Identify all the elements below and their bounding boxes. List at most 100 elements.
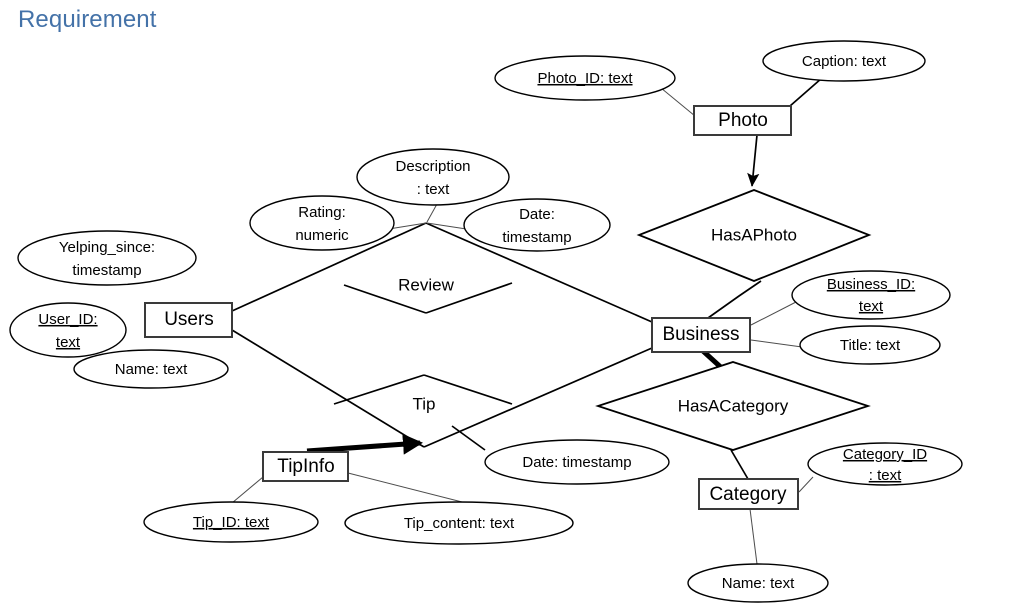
entity-label: Business xyxy=(662,324,739,345)
attribute-user-id[interactable]: User_ID: text xyxy=(9,302,127,358)
entity-label: Category xyxy=(709,484,787,505)
edge-photo-to-hasaphoto xyxy=(747,134,760,187)
attribute-label-line1: Business_ID: xyxy=(827,276,915,293)
entity-rect xyxy=(144,302,233,338)
edge-photo-id-to-photo xyxy=(660,87,696,117)
attribute-title[interactable]: Title: text xyxy=(799,325,941,365)
attribute-label-line1: Date: xyxy=(519,206,555,223)
attribute-rating[interactable]: Rating: numeric xyxy=(249,195,395,251)
edge-business-id-to-business xyxy=(750,301,797,326)
relationship-nodes: HasAPhoto Review Tip HasACategory xyxy=(398,189,872,451)
attribute-ellipse xyxy=(762,40,926,82)
attribute-name-user[interactable]: Name: text xyxy=(73,349,229,389)
edge-users-to-review-upper xyxy=(231,222,427,312)
attribute-category-id[interactable]: Category_ID : text xyxy=(807,442,963,486)
attribute-caption[interactable]: Caption: text xyxy=(762,40,926,82)
relationship-diamond xyxy=(595,361,871,451)
attribute-ellipse xyxy=(484,439,670,485)
attribute-ellipse xyxy=(143,501,319,543)
attribute-label-line2: text xyxy=(56,334,81,351)
relationship-label: Tip xyxy=(413,394,436,413)
relationship-tip[interactable]: Tip xyxy=(413,394,436,413)
attribute-label-line1: Yelping_since: xyxy=(59,239,155,256)
attribute-ellipse xyxy=(807,442,963,486)
attribute-name-category[interactable]: Name: text xyxy=(687,563,829,603)
edge-review-to-business-upper xyxy=(425,222,653,323)
edge-tip-id-to-tipinfo xyxy=(231,476,264,504)
edge-description-to-review xyxy=(426,203,438,223)
attribute-tip-content[interactable]: Tip_content: text xyxy=(344,501,574,545)
entity-label: Users xyxy=(164,309,214,330)
attribute-label: Caption: text xyxy=(802,53,887,70)
attribute-ellipse xyxy=(356,148,510,206)
page-title: Requirement xyxy=(18,6,157,33)
entity-category[interactable]: Category xyxy=(698,478,799,510)
attribute-ellipse xyxy=(344,501,574,545)
edge-tip-to-business-lower xyxy=(423,347,653,448)
attribute-ellipse xyxy=(494,55,676,101)
attribute-label: Name: text xyxy=(115,361,188,378)
entity-photo[interactable]: Photo xyxy=(693,105,792,136)
attribute-nodes: Photo_ID: text Caption: text Business_ID… xyxy=(9,40,963,603)
relationship-hasaphoto[interactable]: HasAPhoto xyxy=(636,189,872,282)
entity-tipinfo[interactable]: TipInfo xyxy=(262,451,349,482)
attribute-yelping-since[interactable]: Yelping_since: timestamp xyxy=(17,230,197,286)
edge-hasacategory-to-category xyxy=(730,449,749,480)
attribute-ellipse xyxy=(249,195,395,251)
attribute-label-line2: timestamp xyxy=(502,229,571,246)
edge-name-category-to-category xyxy=(749,508,758,565)
attribute-label-line2: timestamp xyxy=(72,262,141,279)
relationship-hasacategory[interactable]: HasACategory xyxy=(595,361,871,451)
attribute-label-line1: Category_ID xyxy=(843,446,927,463)
edge-tip-upper-left xyxy=(333,374,425,405)
attribute-label: Tip_content: text xyxy=(404,515,515,532)
attribute-label: Title: text xyxy=(840,337,901,354)
entity-rect xyxy=(698,478,799,510)
attribute-label: Name: text xyxy=(722,575,795,592)
attribute-date-tip[interactable]: Date: timestamp xyxy=(484,439,670,485)
edge-review-lower-left xyxy=(343,284,427,314)
entity-nodes: Photo Users Business TipInfo Category xyxy=(144,105,799,510)
entity-rect xyxy=(651,317,751,353)
relationship-label: Review xyxy=(398,275,454,294)
edge-review-lower-right xyxy=(425,282,513,314)
edge-tip-content-to-tipinfo xyxy=(347,472,467,504)
attribute-ellipse xyxy=(463,198,611,252)
entity-label: TipInfo xyxy=(277,456,334,477)
attribute-tip-id[interactable]: Tip_ID: text xyxy=(143,501,319,543)
attribute-description[interactable]: Description : text xyxy=(356,148,510,206)
relationship-diamond xyxy=(636,189,872,282)
edge-title-to-business xyxy=(750,339,803,348)
entity-label: Photo xyxy=(718,110,768,131)
attribute-business-id[interactable]: Business_ID: text xyxy=(791,270,951,320)
attribute-ellipse xyxy=(73,349,229,389)
edge-category-id-to-category xyxy=(798,476,814,493)
attribute-date-review[interactable]: Date: timestamp xyxy=(463,198,611,252)
edge-date-tip-to-tip xyxy=(451,425,486,451)
attribute-ellipse xyxy=(17,230,197,286)
entity-business[interactable]: Business xyxy=(651,317,751,353)
attribute-ellipse xyxy=(799,325,941,365)
relationship-label: HasACategory xyxy=(678,396,789,415)
entity-users[interactable]: Users xyxy=(144,302,233,338)
entity-rect xyxy=(693,105,792,136)
attribute-label-line1: Description xyxy=(395,158,470,175)
attribute-label-line2: : text xyxy=(869,467,902,484)
attribute-label-line1: Rating: xyxy=(298,204,346,221)
attribute-photo-id[interactable]: Photo_ID: text xyxy=(494,55,676,101)
edge-tipinfo-to-tip xyxy=(306,433,423,455)
relationship-label: HasAPhoto xyxy=(711,225,797,244)
attribute-label: Photo_ID: text xyxy=(537,70,633,87)
attribute-label-line1: User_ID: xyxy=(38,311,97,328)
attribute-label-line2: text xyxy=(859,298,884,315)
edge-tip-upper-right xyxy=(423,374,513,405)
edge-caption-to-photo xyxy=(789,77,823,107)
relationship-review[interactable]: Review xyxy=(398,275,454,294)
attribute-ellipse xyxy=(9,302,127,358)
attribute-label-line2: numeric xyxy=(295,227,349,244)
attribute-label-line2: : text xyxy=(417,181,450,198)
attribute-label: Date: timestamp xyxy=(522,454,631,471)
entity-rect xyxy=(262,451,349,482)
edge-hasaphoto-to-business xyxy=(707,280,762,319)
